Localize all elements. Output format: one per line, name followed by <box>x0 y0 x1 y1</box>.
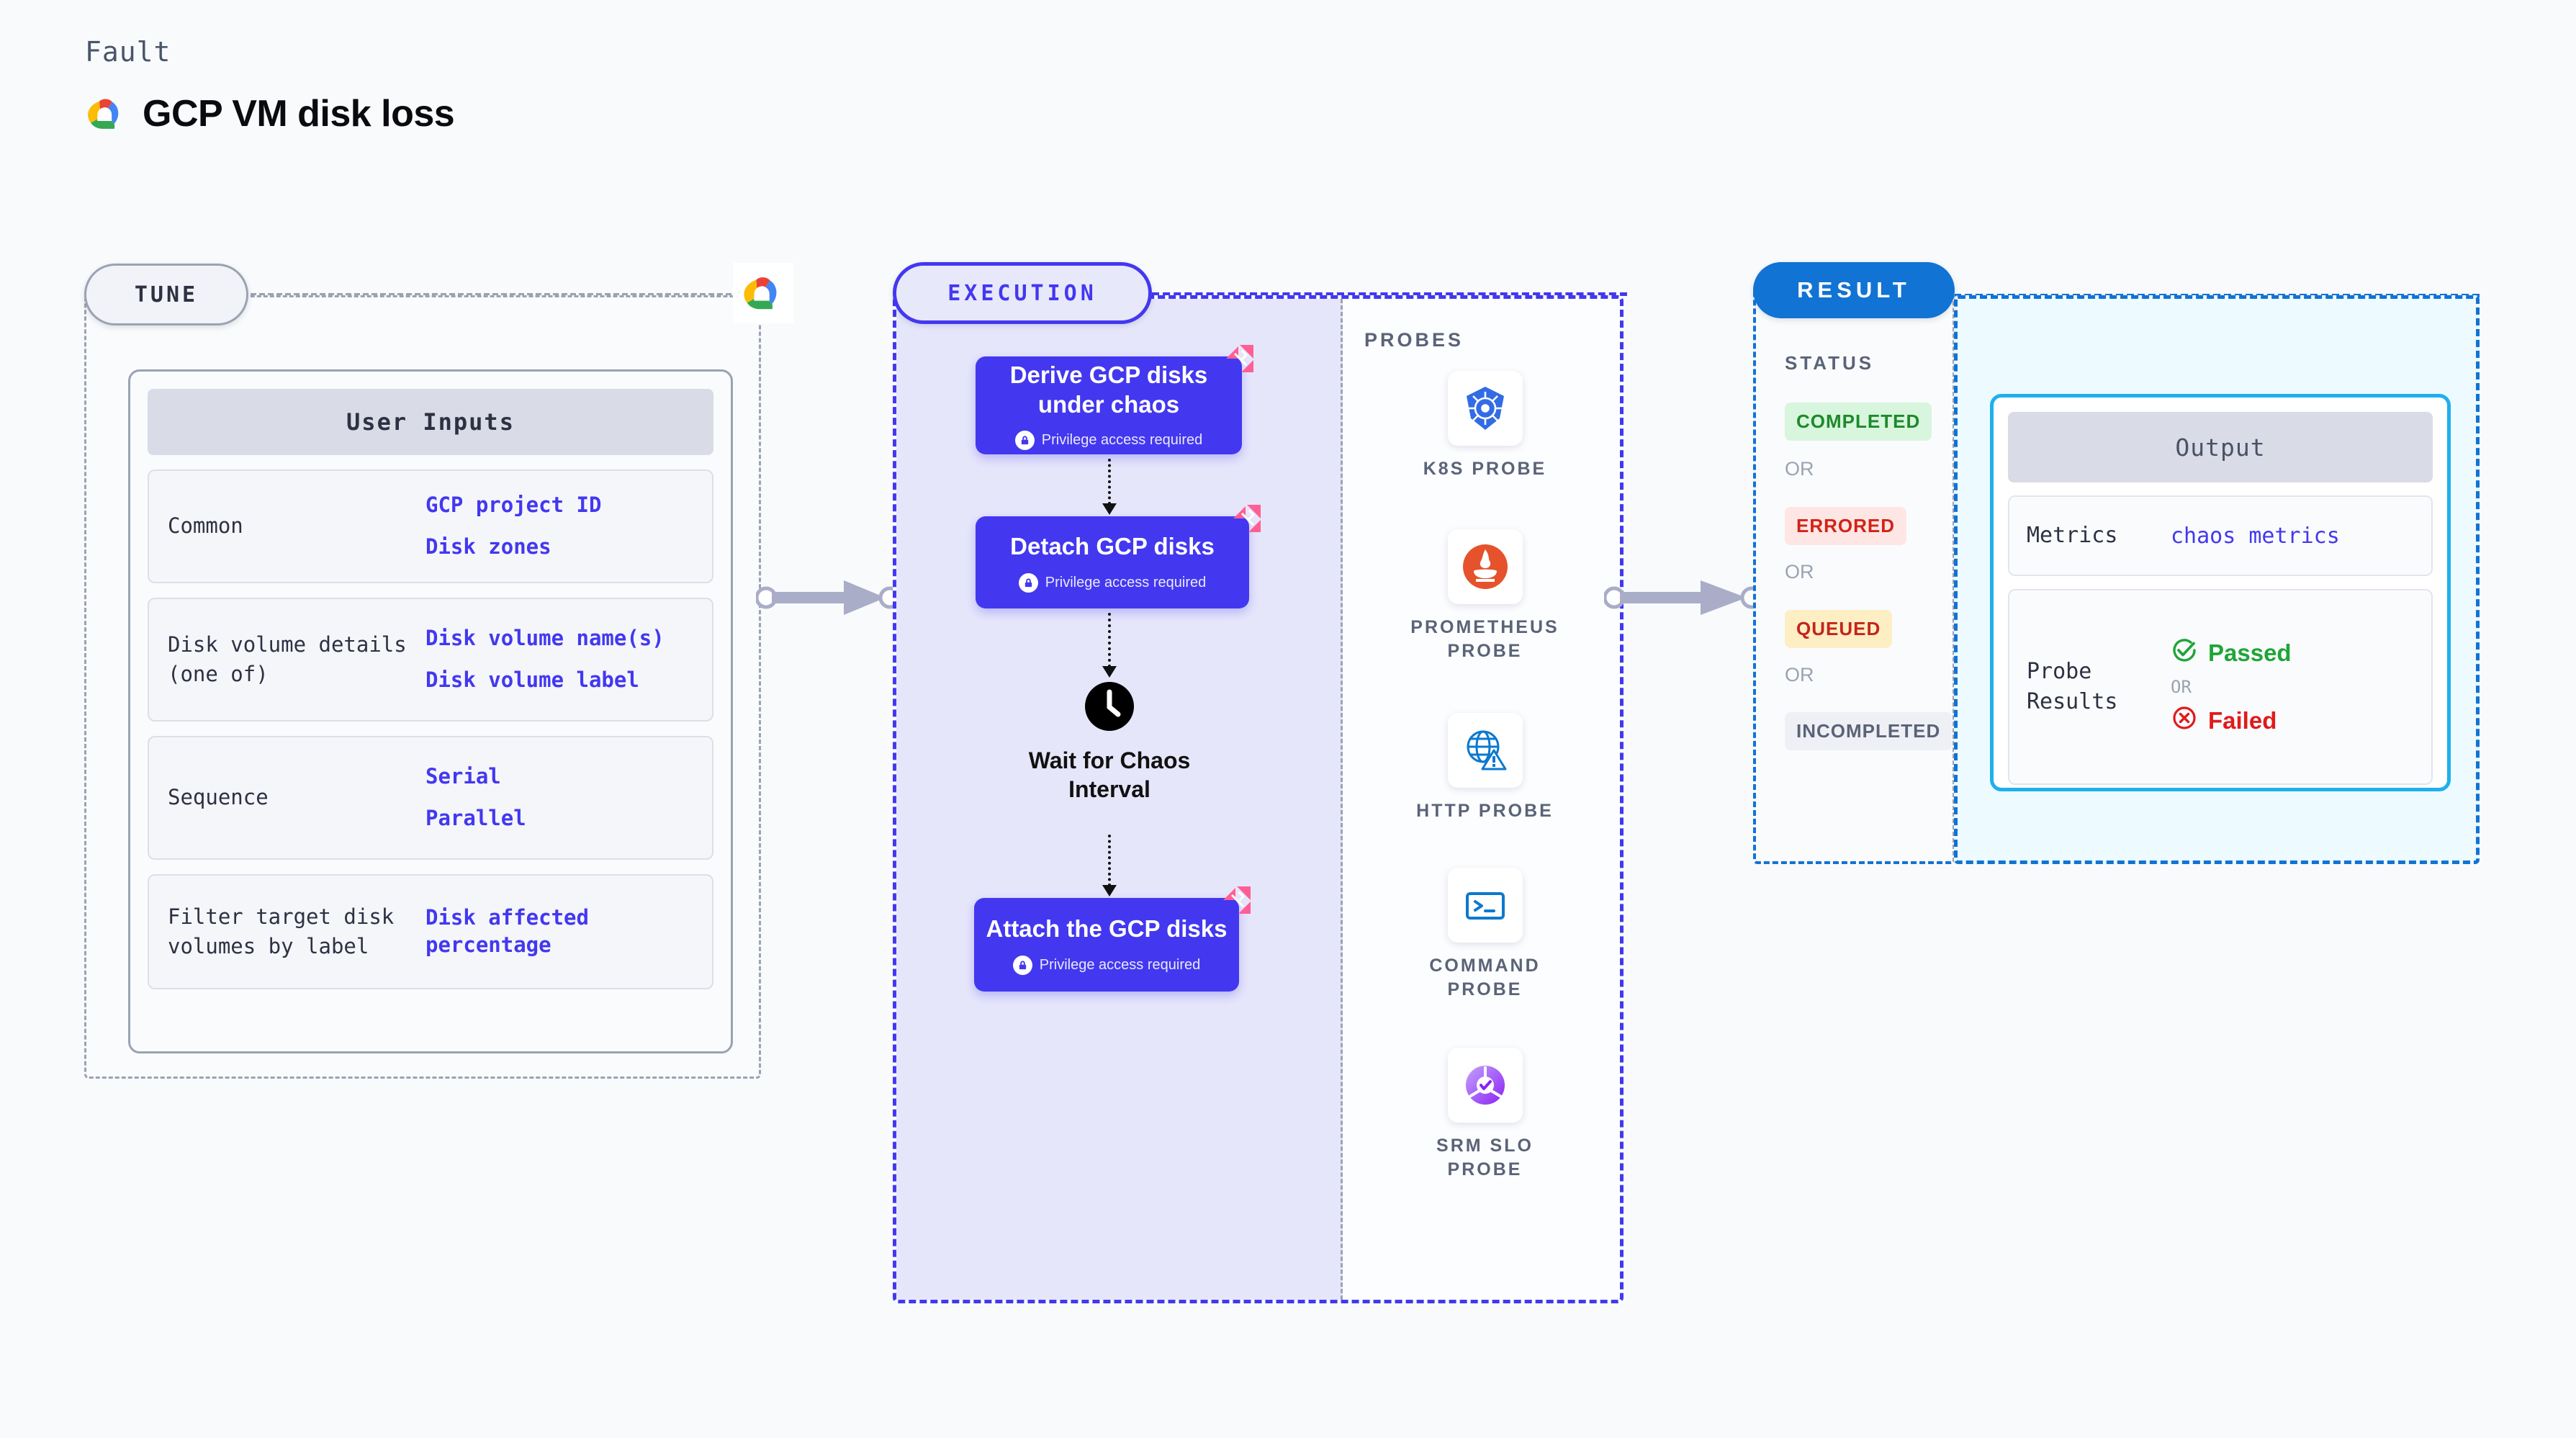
eyebrow-fault: Fault <box>85 36 171 68</box>
probes-title: PROBES <box>1364 329 1464 351</box>
terminal-icon <box>1447 868 1523 943</box>
gcp-cloud-icon <box>85 96 127 132</box>
execution-node-derive-disks[interactable]: Derive GCP disks under chaos Privilege a… <box>976 345 1253 454</box>
table-row: Disk volume details (one of) Disk volume… <box>148 598 713 722</box>
or-separator: OR <box>2171 677 2192 697</box>
or-separator: OR <box>1785 664 1814 686</box>
srm-slo-icon <box>1447 1048 1523 1123</box>
flow-arrow <box>1102 835 1117 896</box>
kubernetes-icon <box>1447 371 1523 446</box>
status-badge-completed: COMPLETED <box>1785 403 1932 441</box>
probe-label: K8S PROBE <box>1423 459 1547 479</box>
row-value[interactable]: Parallel <box>425 806 526 830</box>
gcp-cloud-icon <box>733 263 793 323</box>
row-label: Common <box>168 513 243 539</box>
row-label: Probe Results <box>2027 659 2118 714</box>
privilege-note-text: Privilege access required <box>1039 956 1201 973</box>
row-value[interactable]: Disk affected percentage <box>425 905 589 957</box>
user-inputs-card: User Inputs Common GCP project ID Disk z… <box>128 369 733 1053</box>
clock-icon <box>1084 680 1135 735</box>
probe-item-http[interactable]: HTTP PROBE <box>1343 713 1627 823</box>
prometheus-icon <box>1447 529 1523 604</box>
lock-icon <box>1018 572 1038 593</box>
row-value[interactable]: Disk volume name(s) <box>425 626 665 651</box>
execution-node-detach-disks[interactable]: Detach GCP disks Privilege access requir… <box>976 505 1261 608</box>
execution-panel: Derive GCP disks under chaos Privilege a… <box>893 295 1623 1303</box>
row-value[interactable]: Serial <box>425 764 501 789</box>
flow-arrow <box>1102 613 1117 678</box>
output-card: Output Metrics chaos metrics Probe Resul… <box>1990 394 2451 791</box>
table-row: Metrics chaos metrics <box>2008 495 2433 576</box>
tune-connector-dashed-line <box>251 293 740 296</box>
table-row: Common GCP project ID Disk zones <box>148 469 713 583</box>
privilege-note: Privilege access required <box>1018 572 1207 593</box>
row-value[interactable]: chaos metrics <box>2171 523 2340 549</box>
page-title: GCP VM disk loss <box>143 93 455 135</box>
execution-node-attach-disks[interactable]: Attach the GCP disks Privilege access re… <box>974 886 1251 992</box>
node-title: Wait for Chaos Interval <box>1028 747 1191 802</box>
probe-label: HTTP PROBE <box>1416 801 1554 821</box>
execution-connector-dashed-line <box>1152 292 1627 296</box>
row-value[interactable]: Disk volume label <box>425 668 639 692</box>
probe-label: SRM SLO PROBE <box>1436 1136 1534 1179</box>
execution-stage-chip[interactable]: EXECUTION <box>893 262 1152 324</box>
status-badge-incompleted: INCOMPLETED <box>1785 712 1953 750</box>
http-globe-warning-icon <box>1447 713 1523 788</box>
row-value[interactable]: GCP project ID <box>425 493 602 518</box>
probe-item-command[interactable]: COMMAND PROBE <box>1343 868 1627 1002</box>
probe-item-srm-slo[interactable]: SRM SLO PROBE <box>1343 1048 1627 1182</box>
probe-item-k8s[interactable]: K8S PROBE <box>1343 371 1627 481</box>
probe-result-failed: Failed <box>2171 704 2292 737</box>
lock-icon <box>1014 430 1035 450</box>
row-label: Sequence <box>168 785 269 810</box>
node-title: Detach GCP disks <box>1010 533 1215 560</box>
output-title: Output <box>2008 412 2433 482</box>
probe-result-passed-label: Passed <box>2208 639 2292 666</box>
user-inputs-title: User Inputs <box>148 389 713 455</box>
result-status-panel: STATUS COMPLETED OR ERRORED OR QUEUED OR… <box>1753 288 1955 864</box>
privilege-note-text: Privilege access required <box>1045 574 1207 590</box>
or-separator: OR <box>1785 561 1814 583</box>
lock-icon <box>1012 955 1032 975</box>
row-value[interactable]: Disk zones <box>425 534 551 559</box>
execution-flow-area <box>896 299 1343 1300</box>
row-label: Metrics <box>2027 523 2118 548</box>
status-badge-queued: QUEUED <box>1785 610 1893 648</box>
status-badge-errored: ERRORED <box>1785 507 1907 545</box>
privilege-note: Privilege access required <box>1012 955 1201 975</box>
execution-node-wait-interval: Wait for Chaos Interval <box>987 680 1232 804</box>
check-circle-icon <box>2171 637 2198 670</box>
probe-label: COMMAND PROBE <box>1429 956 1541 999</box>
probe-result-passed: Passed <box>2171 637 2292 670</box>
result-stage-chip[interactable]: RESULT <box>1753 262 1955 318</box>
or-separator: OR <box>1785 458 1814 480</box>
table-row: Filter target disk volumes by label Disk… <box>148 874 713 989</box>
probe-item-prometheus[interactable]: PROMETHEUS PROBE <box>1343 529 1627 663</box>
connector-tune-to-execution <box>755 576 901 622</box>
node-title: Derive GCP disks under chaos <box>1009 361 1208 418</box>
table-row: Probe Results Passed OR <box>2008 589 2433 785</box>
litmus-arrow-badge-icon <box>1232 503 1262 537</box>
status-title: STATUS <box>1785 352 1875 374</box>
privilege-note-text: Privilege access required <box>1041 431 1203 448</box>
node-title: Attach the GCP disks <box>986 915 1228 943</box>
probe-result-failed-label: Failed <box>2208 707 2277 734</box>
probe-label: PROMETHEUS PROBE <box>1410 617 1559 661</box>
row-label: Filter target disk volumes by label <box>168 904 395 958</box>
tune-stage-chip[interactable]: TUNE <box>84 264 248 325</box>
x-circle-icon <box>2171 704 2198 737</box>
result-output-zone: Output Metrics chaos metrics Probe Resul… <box>1954 295 2480 864</box>
table-row: Sequence Serial Parallel <box>148 736 713 860</box>
page-header: Fault GCP VM disk loss <box>85 36 455 135</box>
row-label: Disk volume details (one of) <box>168 632 407 686</box>
tune-panel: User Inputs Common GCP project ID Disk z… <box>84 295 761 1079</box>
probes-column: PROBES K8S PROBE <box>1343 299 1627 1300</box>
connector-execution-to-result <box>1603 576 1763 622</box>
privilege-note: Privilege access required <box>1014 430 1203 450</box>
flow-arrow <box>1102 459 1117 515</box>
litmus-arrow-badge-icon <box>1222 885 1252 919</box>
litmus-arrow-badge-icon <box>1225 343 1255 377</box>
